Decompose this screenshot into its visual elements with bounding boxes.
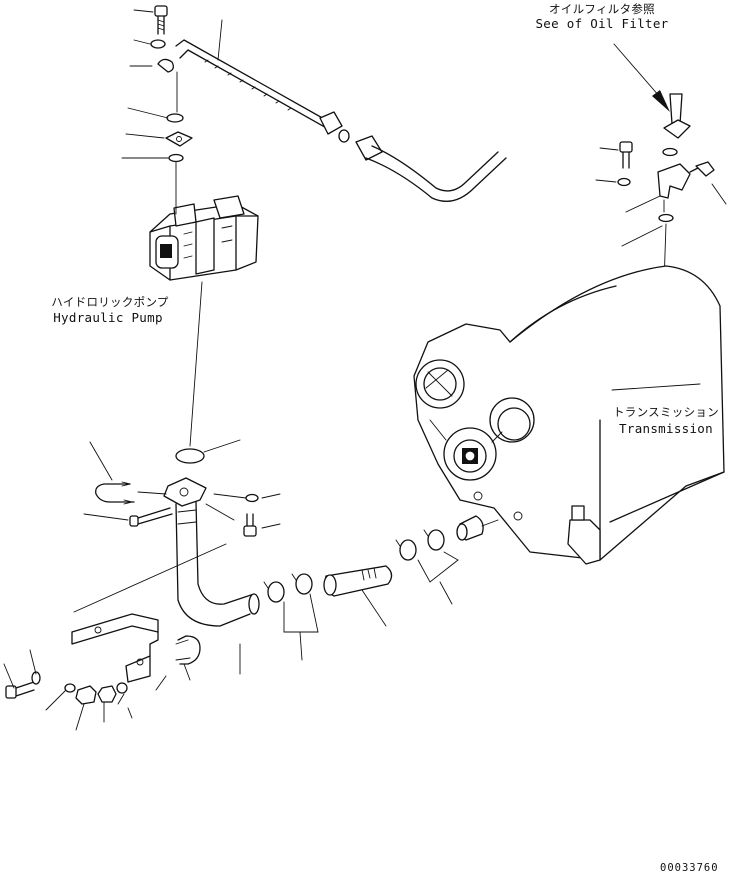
transmission <box>413 265 725 565</box>
suction-pipe-top <box>175 39 507 202</box>
bracket-nut-1 <box>75 685 97 705</box>
bracket-washer-2 <box>64 683 76 693</box>
pump-oring <box>175 448 205 464</box>
hydraulic-pump-label-en: Hydraulic Pump <box>53 310 163 325</box>
oil-filter-label-jp: オイルフィルタ参照 <box>549 2 655 16</box>
top-clamp <box>157 58 174 73</box>
u-bolt-bottom <box>177 635 201 665</box>
oil-filter-bolt <box>619 141 633 169</box>
bracket-nut-2 <box>97 685 117 703</box>
transmission-label-en: Transmission <box>619 421 713 436</box>
hose-clamp-2 <box>291 573 313 595</box>
rubber-hose <box>323 565 393 627</box>
top-oring-1 <box>166 113 184 123</box>
drawing-number: 00033760 <box>660 862 719 874</box>
leader-lines <box>3 9 727 731</box>
suction-elbow-pipe <box>163 477 260 627</box>
oil-filter-pointer <box>613 43 670 112</box>
oil-filter-fitting <box>657 93 691 223</box>
hose-clamp-4 <box>423 529 445 551</box>
hose-clamp-1 <box>263 581 285 603</box>
side-bolt-left <box>129 507 173 527</box>
top-washer <box>150 39 166 49</box>
side-bolt-right <box>243 513 257 537</box>
oil-filter-label-en: See of Oil Filter <box>535 16 669 31</box>
bracket-washer-1 <box>31 671 41 685</box>
top-oring-2 <box>168 153 184 163</box>
bracket-washer-3 <box>116 682 128 694</box>
bracket-bolt <box>5 681 35 699</box>
hydraulic-pump <box>149 195 259 281</box>
oil-filter-elbow <box>689 161 715 177</box>
hydraulic-pump-label-jp: ハイドロリックポンプ <box>51 295 169 309</box>
hose-clamp-3 <box>395 539 417 561</box>
u-bolt-top <box>95 483 135 503</box>
top-flange <box>165 131 193 147</box>
side-washer <box>245 493 259 503</box>
transmission-label-jp: トランスミッション <box>613 405 719 419</box>
oil-filter-washer <box>617 177 631 187</box>
top-bolt <box>154 5 168 35</box>
mounting-bracket <box>71 543 227 683</box>
